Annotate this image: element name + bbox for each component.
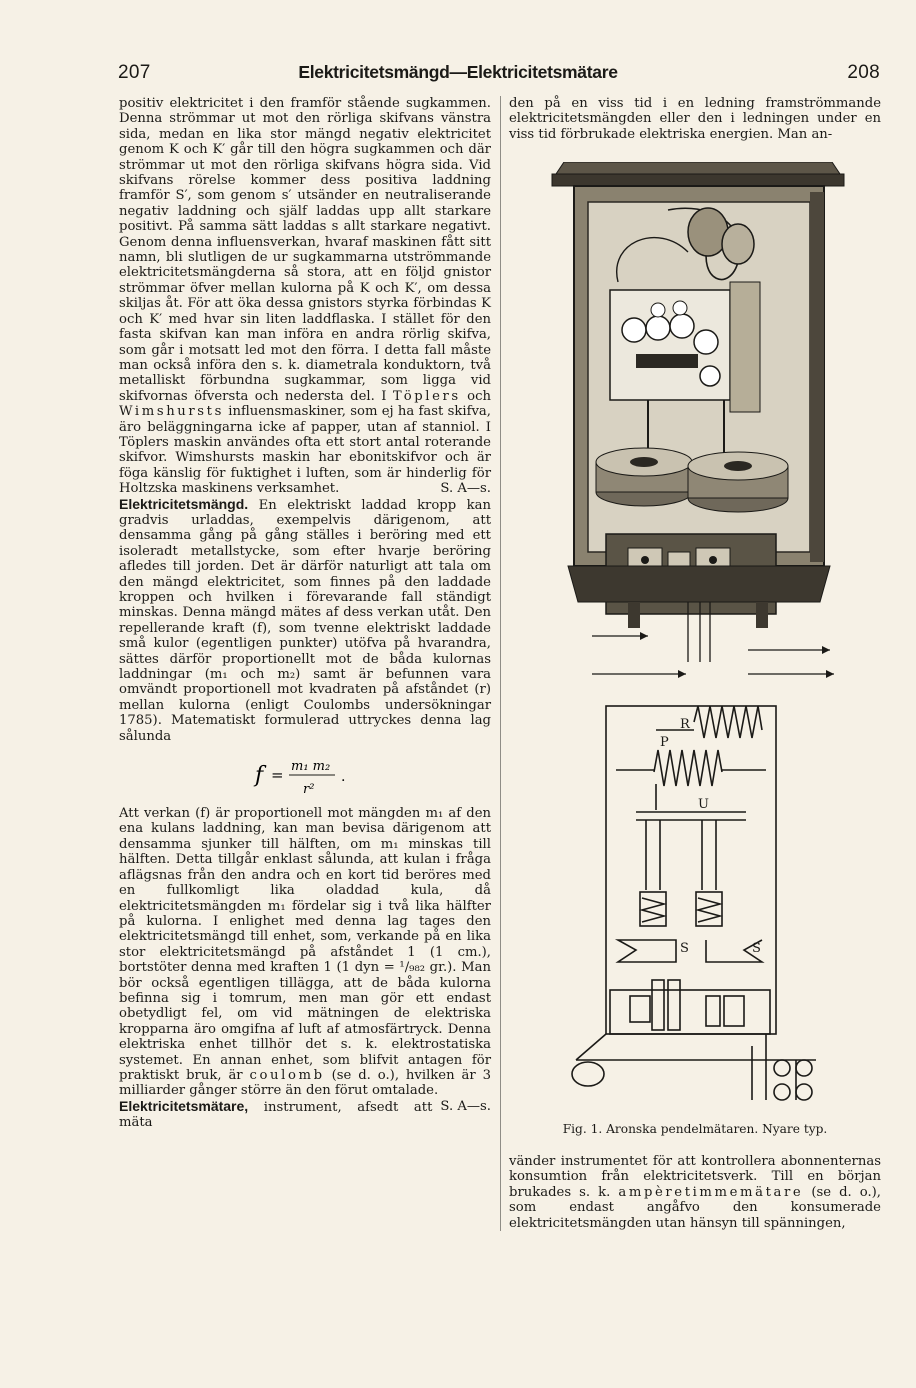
circuit-diagram: R P U S S <box>571 705 816 1101</box>
spaced-name: Töplers <box>392 388 461 404</box>
spaced-term: ampèretimmemätare <box>618 1184 804 1200</box>
article-heading: Elektricitetsmätare, <box>119 1097 249 1114</box>
coil-left <box>595 447 693 507</box>
formula-f: f <box>253 763 267 788</box>
right-column-bottom: vänder instrumentet för att kontrollera … <box>509 1154 881 1231</box>
article-elektricitetsmangd: Elektricitetsmängd. En elektriskt laddad… <box>119 495 491 745</box>
text: och <box>460 388 491 404</box>
text: influensmaskiner, som ej ha fast skifva,… <box>119 404 491 497</box>
formula-equals: = <box>271 766 284 784</box>
label-S-left: S <box>680 941 689 956</box>
right-column-top: den på en viss tid i en ledning framströ… <box>509 96 881 142</box>
author-signature: S. A—s. <box>440 481 491 497</box>
label-P: P <box>660 735 669 750</box>
text: (se d. o.), hvilken är 3 milliarder gång… <box>119 1067 491 1099</box>
page-number-left: 207 <box>118 62 151 83</box>
paragraph-meter: vänder instrumentet för att kontrollera … <box>509 1154 881 1231</box>
article-elektricitetsmatare: Elektricitetsmätare, instrument, afsedt … <box>119 1097 491 1131</box>
left-column: positiv elektricitet i den framför ståen… <box>119 96 491 1131</box>
column-divider <box>500 96 501 1231</box>
formula-denominator: r² <box>303 782 314 797</box>
author-signature: S. A—s. <box>440 1098 491 1114</box>
paragraph-influence-machine: positiv elektricitet i den framför ståen… <box>119 96 491 497</box>
spaced-term: coulomb <box>249 1067 325 1083</box>
label-S-right: S <box>752 941 761 956</box>
spaced-name: Wimshursts <box>119 404 224 420</box>
figure-caption: Fig. 1. Aronska pendelmätaren. Nyare typ… <box>562 1122 828 1136</box>
label-R: R <box>680 717 691 732</box>
running-title: Elektricitetsmängd—Elektricitetsmätare <box>298 62 618 82</box>
label-U: U <box>698 797 709 812</box>
meter-illustration <box>551 162 845 678</box>
coil-right <box>687 451 789 513</box>
coulomb-formula: f = m₁ m₂ r² . <box>119 750 491 802</box>
text: Att verkan (f) är proportionell mot mäng… <box>119 806 491 1083</box>
page-number-right: 208 <box>847 62 880 83</box>
text: instrument, afsedt att mäta <box>119 1099 433 1131</box>
running-header: 207 Elektricitetsmängd—Elektricitetsmäta… <box>0 58 916 88</box>
paragraph-unit: Att verkan (f) är proportionell mot mäng… <box>119 806 491 1114</box>
article-heading: Elektricitetsmängd. <box>119 495 249 512</box>
text: (se d. o.), som endast angåfvo den konsu… <box>509 1184 881 1231</box>
text: vänder instrumentet för att kontrollera … <box>509 1154 881 1200</box>
text: En elektriskt laddad kropp kan gradvis u… <box>119 497 491 744</box>
formula-numerator: m₁ m₂ <box>291 759 330 774</box>
formula-period: . <box>341 769 345 785</box>
text: positiv elektricitet i den framför ståen… <box>119 96 491 404</box>
paragraph-continuation: den på en viss tid i en ledning framströ… <box>509 96 881 142</box>
